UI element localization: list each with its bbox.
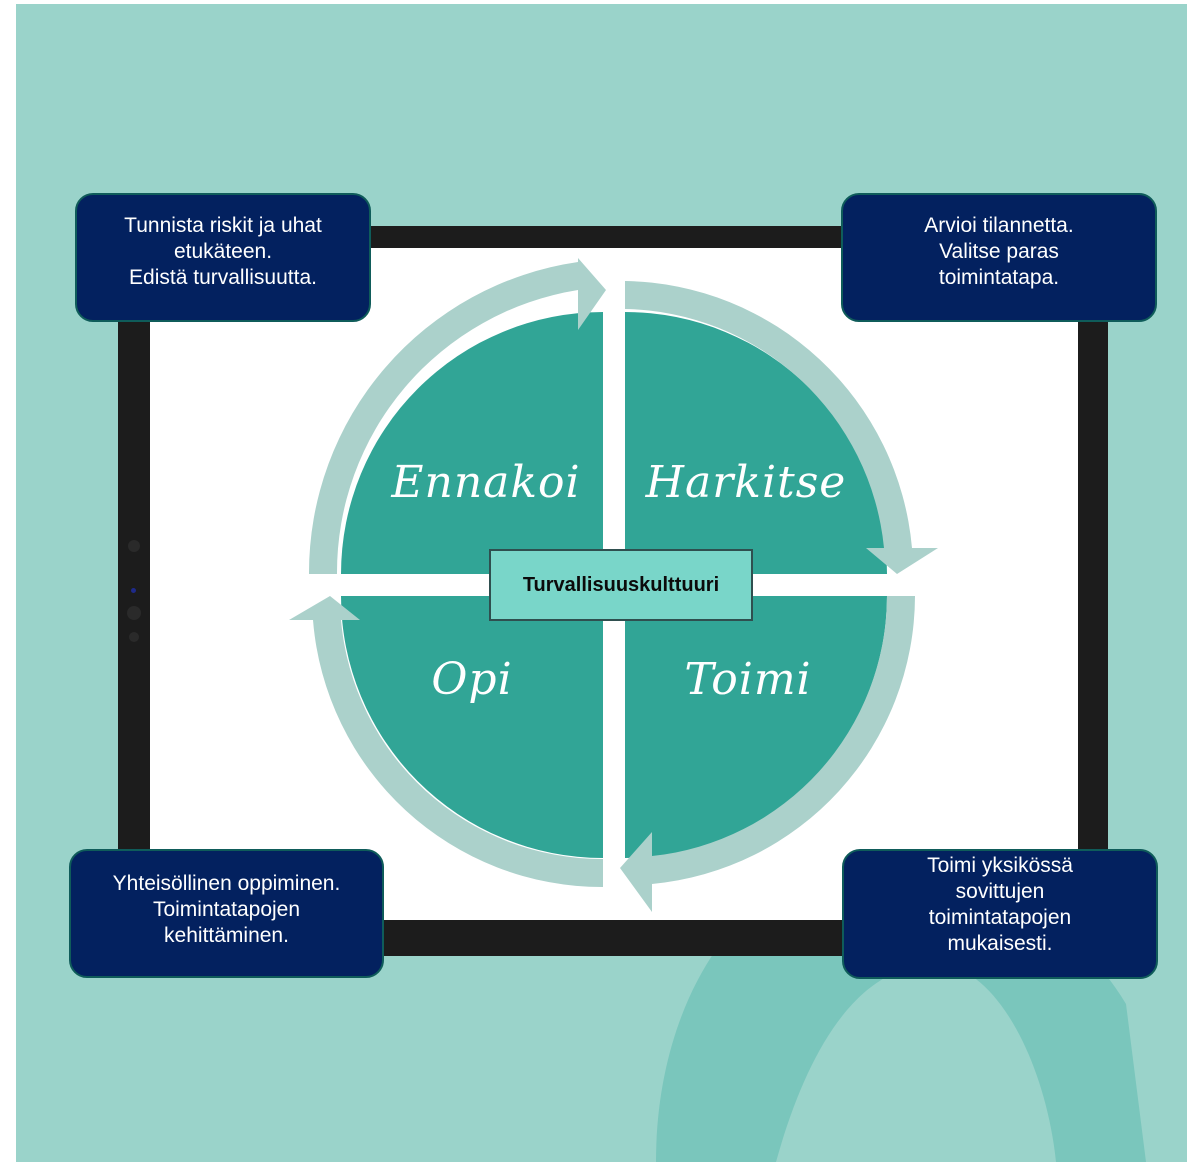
quadrant-opi [341, 596, 603, 858]
note-line: kehittäminen. [164, 924, 289, 947]
quadrant-label-harkitse: Harkitse [645, 457, 847, 508]
camera-icon [128, 540, 140, 552]
arrow-ennakoi [308, 258, 606, 574]
center-label-box: Turvallisuuskulttuuri [489, 549, 753, 621]
note-line: toimintatapojen [928, 906, 1072, 929]
sensor-dot-icon [129, 632, 139, 642]
note-toimi: Toimi yksikössä sovittujen toimintatapoj… [842, 849, 1158, 979]
note-line: Yhteisöllinen oppiminen. [112, 872, 341, 895]
note-line: sovittujen [955, 880, 1045, 903]
sensor-icon [131, 588, 136, 593]
center-label: Turvallisuuskulttuuri [522, 573, 720, 596]
quadrant-label-toimi: Toimi [684, 654, 811, 705]
arrow-harkitse [625, 281, 938, 574]
note-line: Tunnista riskit ja uhat [124, 214, 322, 237]
quadrant-ennakoi [341, 312, 603, 574]
note-opi: Yhteisöllinen oppiminen. Toimintatapojen… [69, 849, 384, 978]
note-line: Toimintatapojen [152, 898, 301, 921]
note-line: toimintatapa. [938, 266, 1060, 289]
note-line: Arvioi tilannetta. [924, 214, 1074, 237]
quadrant-label-ennakoi: Ennakoi [390, 457, 580, 508]
arrow-toimi [620, 596, 915, 912]
note-ennakoi: Tunnista riskit ja uhat etukäteen. Edist… [75, 193, 371, 322]
note-line: Edistä turvallisuutta. [129, 266, 317, 289]
note-harkitse: Arvioi tilannetta. Valitse paras toimint… [841, 193, 1157, 322]
camera-lens-icon [127, 606, 141, 620]
arrow-opi [289, 596, 603, 888]
note-line: Valitse paras [939, 240, 1059, 263]
quadrant-label-opi: Opi [431, 654, 512, 705]
quadrant-harkitse [625, 312, 887, 574]
note-line: mukaisesti. [947, 932, 1053, 955]
note-line: etukäteen. [173, 240, 273, 263]
quadrant-toimi [625, 596, 887, 858]
note-line: Toimi yksikössä [927, 854, 1073, 877]
